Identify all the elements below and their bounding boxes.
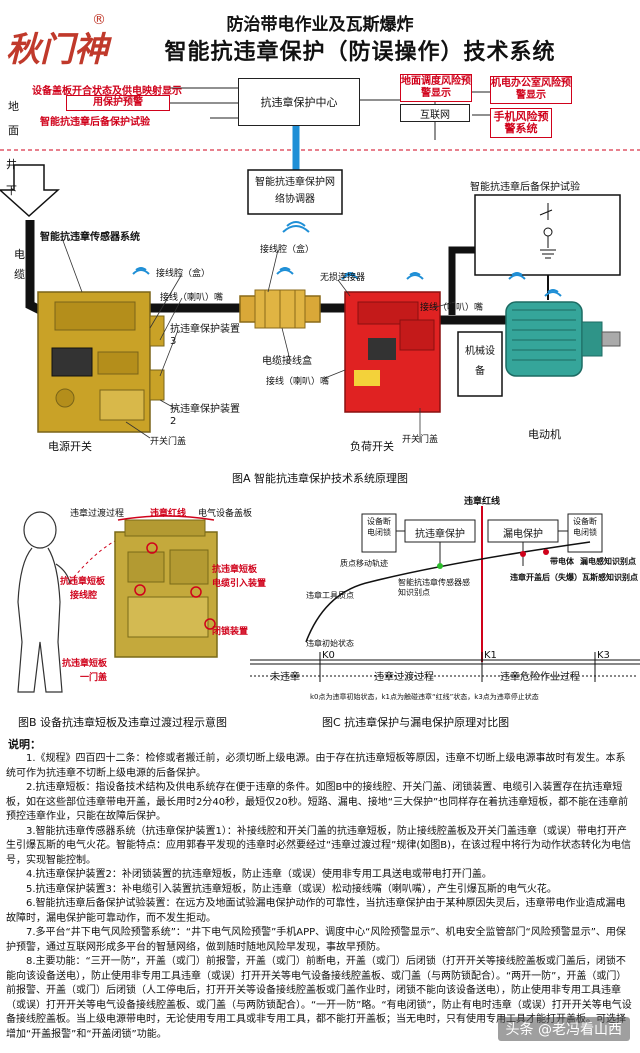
b-lock-device: 闭锁装置	[212, 627, 249, 637]
notes-list: 1.《规程》四百四十二条：检修或者搬迁前，必须切断上级电源。由于存在抗违章短板等…	[0, 752, 640, 1042]
b-shortboard-3: 抗违章短板	[62, 659, 108, 669]
backup-test-label: 智能抗违章后备保护试验	[40, 117, 150, 128]
protection-warning-box: 用保护预警	[66, 95, 170, 111]
cover-state-display: 设备盖板开合状态及供电映射显示	[32, 86, 182, 97]
c-note: k0点为违章初始状态，k1点为触碰违章“红线”状态，k3点为违章停止状态	[310, 693, 539, 701]
junction-label-left: 接线腔（盒）	[156, 269, 211, 279]
cable-label-2: 缆	[14, 268, 25, 281]
c-box-lock-right: 设备断电闭锁	[573, 517, 597, 537]
protection-center-box: 抗违章保护中心	[238, 78, 360, 126]
c-k0: K0	[322, 650, 335, 661]
figure-b-drawing	[17, 511, 218, 693]
phone-warning-box: 手机风险预警系统	[490, 108, 552, 138]
c-initial-state: 违章初始状态	[306, 639, 354, 648]
figure-a-lines	[0, 87, 640, 442]
title-line-2: 智能抗违章保护（防误操作）技术系统	[164, 40, 556, 65]
horn-mouth-right: 接线（喇叭）嘴	[420, 303, 484, 313]
note-item: 2.抗违章短板：指设备技术结构及供电系统存在便于违章的条件。如图B中的接线腔、开…	[6, 782, 629, 822]
figure-b: 违章过渡过程 违章红线 电气设备盖板 抗违章短板 接线腔 抗违章短板 电缆引入装…	[0, 492, 266, 732]
figure-c-caption: 图C 抗违章保护与漏电保护原理对比图	[322, 716, 510, 729]
brand-logo: 秋门神	[6, 30, 108, 70]
backup-test-device-label: 智能抗违章后备保护试验	[470, 182, 580, 193]
b-transition-label: 违章过渡过程	[70, 509, 125, 519]
network-coordinator: 智能抗违章保护网络协调器	[255, 177, 335, 205]
b-door-cover: 一门盖	[80, 673, 108, 683]
internet-box: 互联网	[400, 104, 470, 122]
machine-box: 机械设备	[465, 346, 495, 377]
surface-label: 地	[8, 100, 19, 113]
figure-c-drawing	[250, 506, 640, 682]
office-warning-box: 机电办公室风险预警显示	[490, 76, 572, 104]
figure-b-caption: 图B 设备抗违章短板及违章过渡过程示意图	[18, 716, 228, 729]
c-k1: K1	[484, 650, 497, 661]
note-item: 4.抗违章保护装置2：补闭锁装置的抗违章短板，防止违章（或误）使用非专用工具送电…	[26, 869, 492, 880]
b-cover-label: 电气设备盖板	[198, 509, 253, 519]
power-switch-label: 电源开关	[48, 440, 92, 453]
title-line-1: 防治带电作业及瓦斯爆炸	[226, 15, 414, 35]
b-redline-label: 违章红线	[150, 509, 187, 519]
dispatch-warning-box: 地面调度风险预警显示	[400, 74, 472, 102]
c-trajectory: 质点移动轨迹	[340, 559, 388, 568]
underground-label: 井	[6, 158, 17, 171]
cable-box-label: 电缆接线盒	[262, 356, 312, 367]
figure-a: 地 面 井 下 电 缆 设备盖板开合状态及供电映射显示 用保护预警 智能抗违章后…	[0, 70, 640, 490]
device-3-label: 抗违章保护装置3	[170, 324, 240, 347]
note-item: 3.智能抗违章传感器系统（抗违章保护装置1）：补接线腔和开关门盖的抗违章短板，防…	[6, 825, 632, 866]
junction-label-mid: 接线腔（盒）	[260, 245, 315, 255]
underground-label-2: 下	[6, 184, 17, 197]
c-phase-danger: 违章危险作业过程	[500, 672, 580, 683]
c-box-leakage: 漏电保护	[503, 529, 543, 540]
b-shortboard-2: 抗违章短板	[212, 565, 258, 575]
note-item: 6.智能抗违章后备保护试验装置：在远方及地面试验漏电保护动作的可靠性，当抗违章保…	[6, 898, 626, 924]
load-switch-label: 负荷开关	[350, 440, 394, 453]
sensor-system-label: 智能抗违章传感器系统	[40, 232, 140, 243]
c-phase-none: 未违章	[270, 672, 300, 683]
door-cover-right: 开关门盖	[402, 435, 439, 445]
note-item: 1.《规程》四百四十二条：检修或者搬迁前，必须切断上级电源。由于存在抗违章短板等…	[6, 753, 626, 779]
notes-heading: 说明：	[8, 738, 41, 751]
connector-label: 无损连接器	[320, 273, 366, 283]
b-cable-entry: 电缆引入装置	[212, 579, 267, 589]
b-junction-cavity: 接线腔	[70, 591, 98, 601]
c-live-body: 带电体	[550, 557, 574, 566]
c-k3: K3	[597, 650, 610, 661]
c-tool-particle: 违章工具质点	[306, 591, 354, 600]
c-leakage-point: 漏电感知识别点	[580, 557, 636, 566]
figure-a-caption: 图A 智能抗违章保护技术系统原理图	[231, 472, 409, 485]
b-shortboard-1: 抗违章短板	[60, 577, 106, 587]
horn-mouth-mid: 接线（喇叭）嘴	[266, 377, 330, 387]
horn-mouth-left: 接线（喇叭）嘴	[160, 293, 224, 303]
motor-label: 电动机	[528, 428, 561, 441]
surface-label-2: 面	[8, 124, 19, 137]
registered-mark: ®	[92, 12, 106, 28]
note-item: 7.多平台“井下电气风险预警系统”：“井下电气风险预警”手机APP、调度中心“风…	[6, 927, 626, 953]
door-cover-left: 开关门盖	[150, 437, 187, 447]
cable-label: 电	[14, 248, 25, 261]
c-gas-point: 违章开盖后（失爆）瓦斯感知识别点	[510, 573, 638, 582]
note-item: 8.主要功能：“三开一防”，开盖（或门）前报警，开盖（或门）前断电，开盖（或门）…	[6, 956, 632, 1040]
c-redline-label: 违章红线	[464, 497, 501, 507]
watermark: 头条 @老冯看山西	[497, 1017, 630, 1041]
c-box-lock-left: 设备断电闭锁	[367, 517, 391, 537]
note-item: 5.抗违章保护装置3：补电缆引入装置抗违章短板，防止违章（或误）松动接线嘴（喇叭…	[26, 883, 557, 895]
figure-c: 违章红线 设备断电闭锁 抗违章保护 漏电保护 设备断电闭锁 质点移动轨迹 智能抗…	[250, 492, 640, 732]
c-phase-transition: 违章过渡过程	[374, 672, 434, 683]
c-sensor-point: 智能抗违章传感器感知识别点	[398, 578, 470, 597]
device-2-label: 抗违章保护装置2	[170, 404, 240, 427]
c-box-anti-violation: 抗违章保护	[415, 529, 465, 540]
